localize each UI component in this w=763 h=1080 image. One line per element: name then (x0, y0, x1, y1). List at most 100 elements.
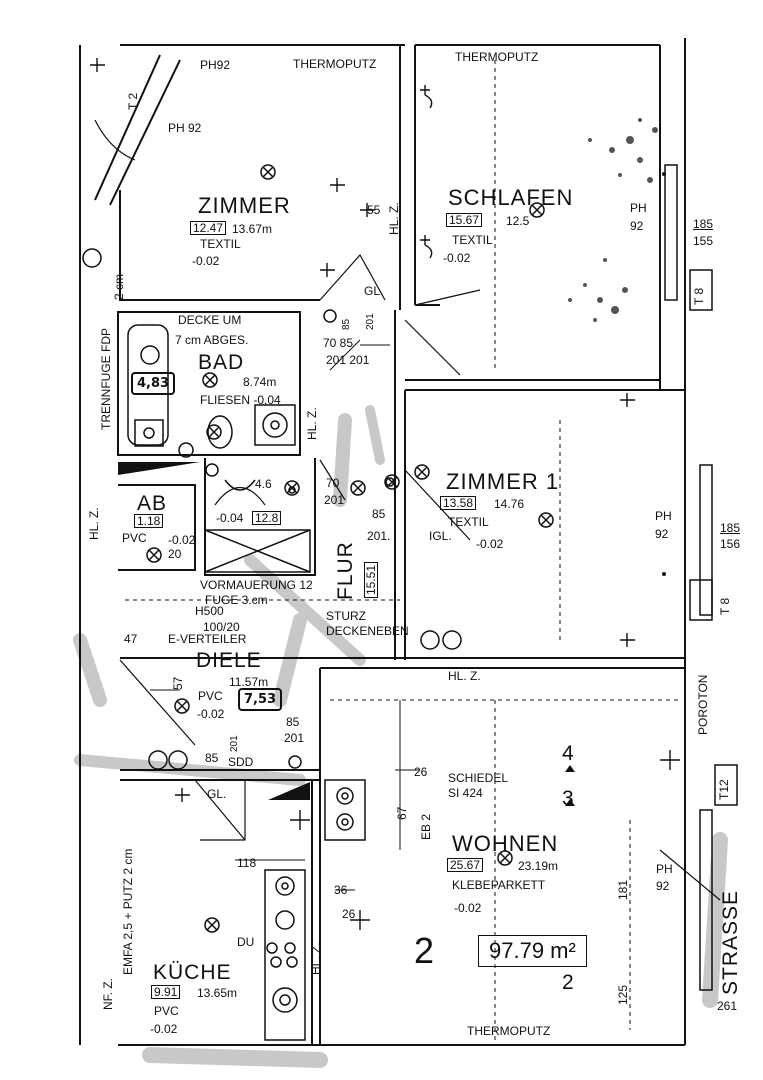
door-swings (94, 119, 721, 901)
dimension-label: 85 (286, 715, 300, 729)
label-sturz: STURZ (326, 609, 366, 623)
label-nfz: NF. Z. (101, 978, 115, 1010)
room-floor: PVC (154, 1004, 179, 1018)
room-floor: PVC (198, 689, 223, 703)
room-level: -0.02 (197, 707, 225, 721)
label-ph: PH (655, 509, 672, 523)
dimension-label: 26 (342, 907, 356, 921)
label-sdd: SDD (228, 755, 254, 769)
room-area: 15.51 (364, 561, 378, 598)
label-ph: PH (656, 862, 673, 876)
dimension-label: 125 (616, 984, 630, 1005)
dimension-label: 20 (168, 547, 182, 561)
dimension-label: 201. (367, 529, 391, 543)
room-floor: TEXTIL (452, 233, 493, 247)
dimension-label: 201 (365, 313, 376, 330)
dimension-label: 4 (562, 742, 575, 765)
room-floor: PVC (122, 531, 147, 545)
fills (118, 172, 666, 806)
label-92: 92 (630, 219, 644, 233)
room-level: -0.02 (192, 254, 220, 268)
dimension-label: 47 (124, 632, 138, 646)
dimension-label: 67 (395, 806, 409, 820)
room-area: 25.67 (447, 858, 484, 872)
room-area: 12.47 (190, 221, 227, 235)
room-name: KÜCHE (153, 961, 232, 984)
label-emfa: EMFA 2,5 + PUTZ 2 cm (121, 848, 135, 975)
label-hlz: HL. Z. (305, 407, 319, 440)
dimension-label: 85 (372, 507, 386, 521)
dimension-label: EB 2 (419, 813, 433, 840)
outlet-symbols (90, 58, 680, 930)
room-area: 1.18 (134, 514, 164, 528)
unit-number: 2 (414, 930, 435, 971)
label-poroton: POROTON (696, 674, 710, 735)
dimension-label: 70 85 (323, 336, 354, 350)
room-perimeter: 12.5 (506, 214, 530, 228)
label-deckeneben: DECKENEBEN (326, 624, 409, 638)
label-thermoputz: THERMOPUTZ (293, 57, 377, 71)
room-level: -0.02 (150, 1022, 178, 1036)
label-thermoputz: THERMOPUTZ (455, 50, 539, 64)
label-ph: PH (630, 201, 647, 215)
label-92: 92 (656, 879, 670, 893)
room-perimeter: 13.65m (197, 986, 238, 1000)
room-area-handwritten: 4,83 (131, 372, 176, 395)
dimension-label: 118 (237, 856, 257, 870)
dimension-label: 85 (205, 751, 219, 765)
label-hlz: HL. Z. (309, 942, 323, 975)
dimension-label: 201 (324, 493, 345, 507)
dimension-label: 156 (720, 537, 741, 551)
label-t12: T12 (717, 779, 731, 800)
label-hlz: HL. Z. (387, 202, 401, 235)
dimension-label: 85 (341, 318, 352, 330)
room-floor: TEXTIL (200, 237, 241, 251)
room-name: FLUR (334, 541, 357, 600)
fixtures (82, 248, 462, 1041)
room-perimeter: 23.19m (518, 859, 559, 873)
label-ph92-top: PH92 (200, 58, 231, 72)
dimension-label: 185 (693, 217, 714, 231)
dimension-label: 185 (720, 521, 741, 535)
dimension-label: 4.6 (255, 477, 272, 491)
dimension-label: 201 (284, 731, 305, 745)
label-decke: DECKE UM (178, 313, 242, 327)
dimension-ticks (150, 339, 420, 891)
dimension-label: 201 (229, 735, 240, 752)
label-t8: T 8 (718, 597, 732, 615)
label-hlz: HL. Z. (448, 669, 481, 683)
room-name: ZIMMER 1 (446, 469, 560, 494)
label-thermoputz: THERMOPUTZ (467, 1024, 551, 1038)
room-level: -0.02 (443, 251, 471, 265)
room-level: -0.02 (476, 537, 504, 551)
room-name: ZIMMER (198, 193, 291, 218)
dimension-label: 57 (171, 676, 185, 690)
room-floor: TEXTIL (448, 515, 489, 529)
room-floor: FLIESEN -0.04 (200, 393, 281, 407)
dimension-label: 100/20 (203, 620, 240, 634)
dimension-label: 26 (414, 765, 428, 779)
dimension-label: 181 (616, 879, 630, 900)
label-si424: SI 424 (448, 786, 483, 800)
room-level: -0.04 (216, 511, 244, 525)
lamp-symbols (146, 164, 554, 933)
dimension-label: 36 (334, 883, 348, 897)
label-h500: H500 (195, 604, 224, 618)
label-ph92: PH 92 (168, 121, 202, 135)
label-fuge: FUGE 3.cm (205, 593, 268, 607)
room-level: -0.02 (454, 901, 482, 915)
room-area-handwritten: 7,53 (238, 688, 283, 711)
total-area: 97.79 m² (478, 935, 587, 967)
label-t2: T 2 (126, 92, 140, 110)
label-trennfuge: TRENNFUGE FDP (99, 328, 113, 430)
room-name: BAD (198, 351, 245, 374)
dimension-label: 2 (562, 971, 575, 994)
label-gl: GL. (207, 787, 227, 801)
dimension-label: 70 (326, 476, 340, 490)
room-name: WOHNEN (452, 831, 559, 856)
label-decke2: 7 cm ABGES. (175, 333, 249, 347)
room-perimeter: 8.74m (243, 375, 277, 389)
room-area: 13.58 (440, 496, 477, 510)
room-floor: KLEBEPARKETT (452, 878, 546, 892)
